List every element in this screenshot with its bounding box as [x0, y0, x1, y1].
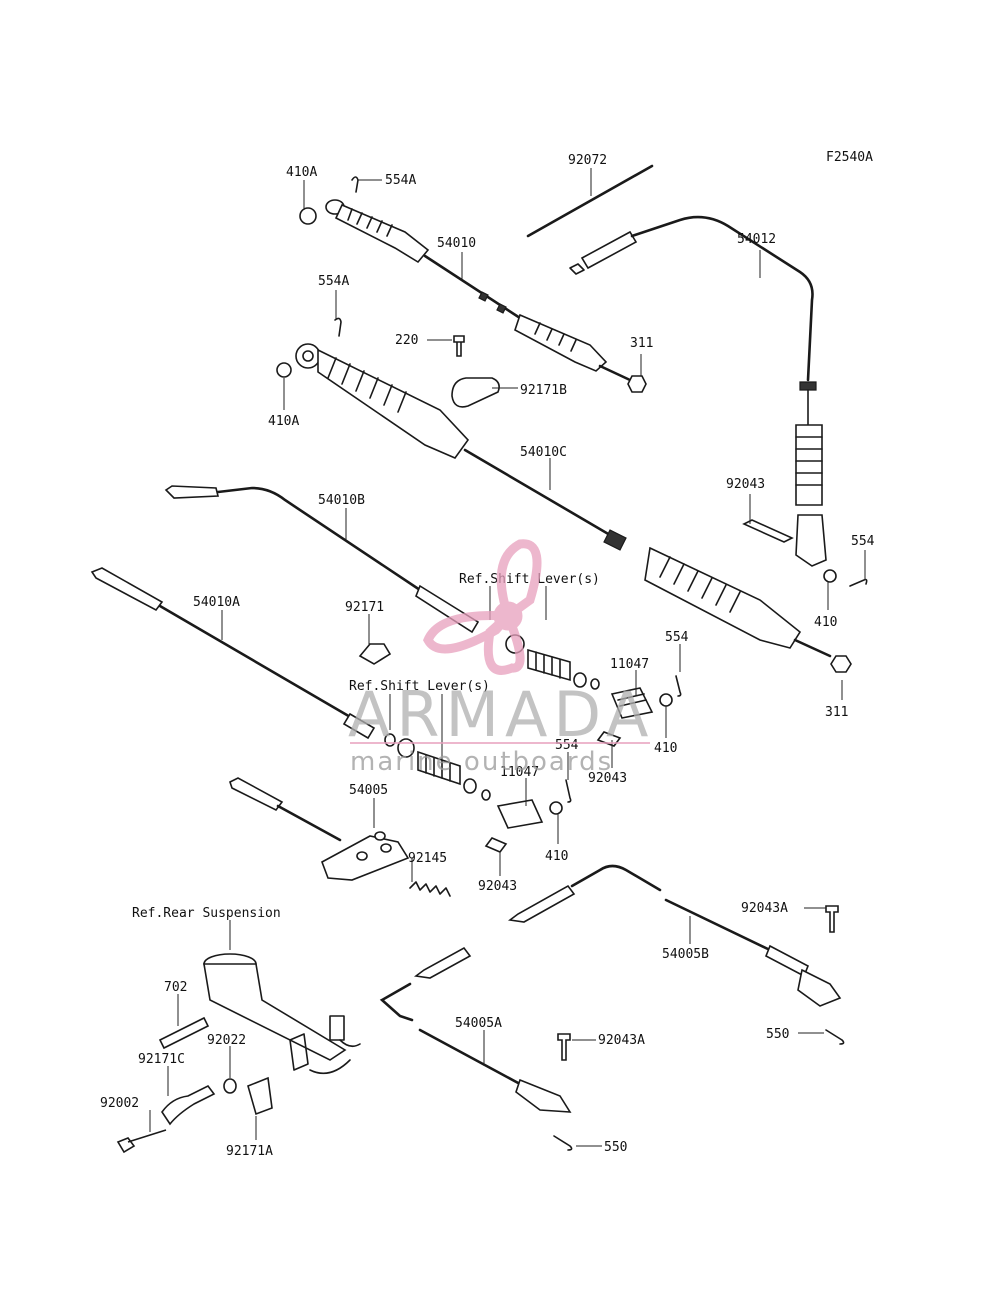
bracket-92171a: [247, 1076, 273, 1116]
pin-92043a-right: [825, 905, 839, 933]
cable-54005: [229, 777, 410, 881]
label-54005: 54005: [349, 783, 388, 798]
bolt-92002: [116, 1129, 167, 1154]
clip-554-right: [849, 578, 868, 587]
clip-554a-left: [334, 317, 342, 337]
label-11047-upper: 11047: [610, 657, 649, 672]
label-410-right: 410: [814, 615, 837, 630]
washer-410-low: [549, 801, 563, 815]
cable-54005b: [507, 864, 842, 1007]
label-92171: 92171: [345, 600, 384, 615]
label-54012: 54012: [737, 232, 776, 247]
watermark: ARMADA marine outboards: [348, 539, 654, 777]
clip-92171: [358, 643, 392, 665]
nut-311-right: [830, 655, 852, 673]
label-92043-right: 92043: [726, 477, 765, 492]
label-410-mid: 410: [654, 741, 677, 756]
washer-410a-left: [276, 362, 292, 378]
cable-54005a: [379, 946, 572, 1113]
label-554a-mid: 554A: [318, 274, 349, 289]
watermark-tagline: marine outboards: [350, 747, 613, 777]
label-92072: 92072: [568, 153, 607, 168]
label-554a-top: 554A: [385, 173, 416, 188]
label-ref-shift-lower: Ref.Shift Lever(s): [349, 679, 490, 694]
washer-410-mid: [659, 693, 673, 707]
label-92145: 92145: [408, 851, 447, 866]
cable-54012: [569, 215, 827, 567]
label-554-low: 554: [555, 738, 579, 753]
label-92043a-right: 92043A: [741, 901, 788, 916]
clamp-92171b: [451, 377, 500, 408]
washer-410a-top: [299, 207, 317, 225]
spring-92145: [409, 881, 451, 897]
part-drawings: [90, 164, 868, 1154]
washer-92022: [223, 1078, 237, 1094]
leader-lines: [149, 168, 866, 1147]
pin-92043-low: [484, 837, 508, 853]
label-554-mid: 554: [665, 630, 689, 645]
cable-54010c: [295, 343, 832, 658]
figure-code: F2540A: [826, 150, 873, 165]
label-54005b: 54005B: [662, 947, 709, 962]
label-ref-rear-suspension: Ref.Rear Suspension: [132, 906, 281, 921]
label-311-right: 311: [825, 705, 848, 720]
label-92171c: 92171C: [138, 1052, 185, 1067]
label-54010: 54010: [437, 236, 476, 251]
label-11047-lower: 11047: [500, 765, 539, 780]
washer-410-right: [823, 569, 837, 583]
nut-311-top: [627, 375, 647, 393]
rear-suspension-pedal: [203, 953, 361, 1075]
clip-550-low: [553, 1135, 573, 1151]
label-92043-low: 92043: [478, 879, 517, 894]
clamp-92171c: [161, 1084, 216, 1126]
label-54010b: 54010B: [318, 493, 365, 508]
cable-54010: [325, 199, 632, 382]
pin-92043a-mid: [557, 1033, 571, 1061]
cable-54010a: [90, 567, 376, 740]
watermark-brand: ARMADA: [348, 678, 654, 751]
label-ref-shift-upper: Ref.Shift Lever(s): [459, 572, 600, 587]
label-92022: 92022: [207, 1033, 246, 1048]
label-92043a-mid: 92043A: [598, 1033, 645, 1048]
label-54010c: 54010C: [520, 445, 567, 460]
rod-92072: [526, 164, 654, 238]
label-54010a: 54010A: [193, 595, 240, 610]
clip-554-low: [565, 779, 572, 803]
bolt-220: [453, 335, 465, 357]
label-311-top: 311: [630, 336, 653, 351]
label-410a-top: 410A: [286, 165, 317, 180]
label-702: 702: [164, 980, 187, 995]
shift-assembly-upper: [505, 634, 654, 719]
pin-92043-right: [742, 519, 794, 543]
label-92171b: 92171B: [520, 383, 567, 398]
label-550-right: 550: [766, 1027, 789, 1042]
propeller-logo: [423, 539, 542, 675]
label-92171a: 92171A: [226, 1144, 273, 1159]
label-550-low: 550: [604, 1140, 627, 1155]
pin-702: [158, 1016, 210, 1050]
label-54005a: 54005A: [455, 1016, 502, 1031]
label-220: 220: [395, 333, 418, 348]
clip-554-mid: [675, 675, 682, 697]
clip-554a-top: [351, 176, 359, 193]
label-410-low: 410: [545, 849, 568, 864]
label-410a-left: 410A: [268, 414, 299, 429]
watermark-rule: [350, 742, 650, 744]
label-554-right: 554: [851, 534, 875, 549]
label-92043-mid: 92043: [588, 771, 627, 786]
clip-550-right: [825, 1029, 845, 1045]
part-labels: 410A 554A 92072 54010 54012 554A 220 311…: [100, 153, 875, 1159]
label-92002: 92002: [100, 1096, 139, 1111]
